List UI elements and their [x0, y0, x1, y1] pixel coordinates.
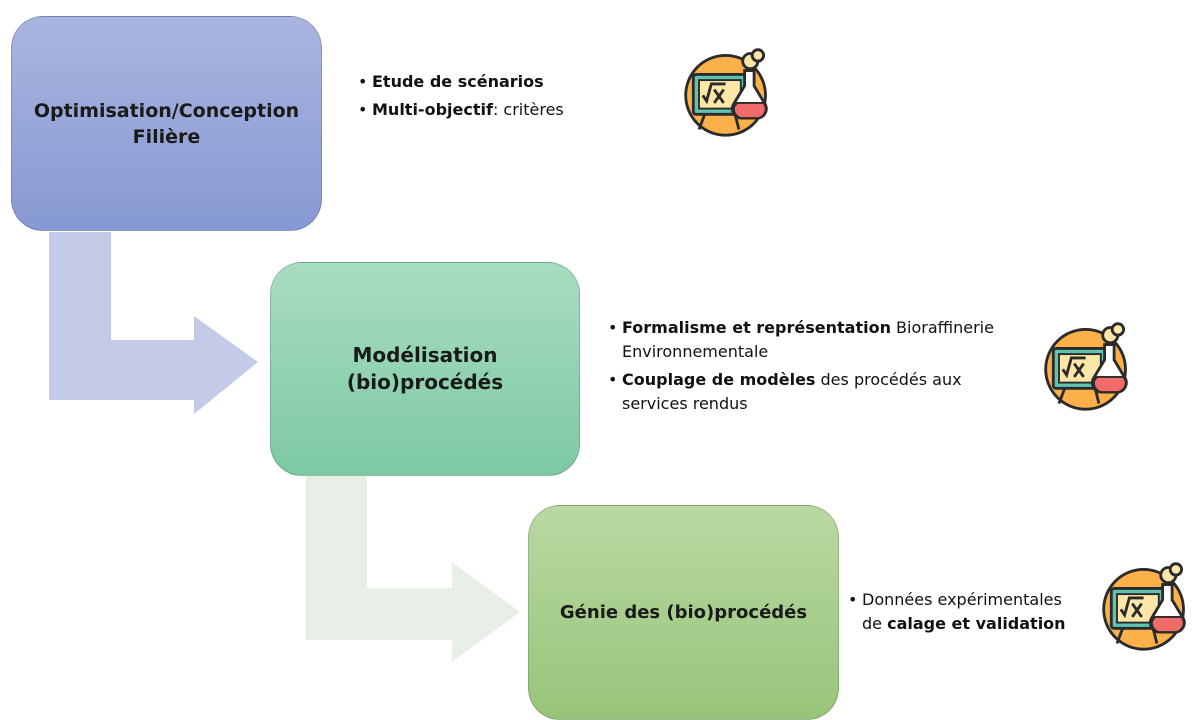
modelisation-title-line2: (bio)procédés [346, 370, 504, 394]
genie-title: Génie des (bio)procédés [559, 601, 808, 623]
bullet-item: Etude de scénarios [358, 70, 658, 94]
bullet-item: Couplage de modèles des procédés aux ser… [608, 368, 1008, 416]
bullet-item: Formalisme et représentation Bioraffiner… [608, 316, 1008, 364]
modelisation-box: Modélisation (bio)procédés [270, 262, 580, 476]
bullet-bold: Couplage de modèles [622, 370, 816, 389]
modelisation-bullets: Formalisme et représentation Bioraffiner… [608, 316, 1008, 420]
optimisation-bullets: Etude de scénarios Multi-objectif: critè… [358, 70, 658, 126]
bullet-text: Données expérimentales de [862, 590, 1062, 633]
bullet-bold: Etude de scénarios [372, 72, 544, 91]
genie-bullets: Données expérimentales de calage et vali… [848, 588, 1078, 640]
bullet-item: Données expérimentales de calage et vali… [848, 588, 1078, 636]
bullet-text: Bioraffinerie Environnementale [622, 318, 994, 361]
genie-box: Génie des (bio)procédés [528, 505, 839, 720]
optimisation-title-line2: Filière [132, 125, 201, 148]
bullet-text: des procédés aux services rendus [622, 370, 962, 413]
optimisation-box: Optimisation/Conception Filière [11, 16, 322, 231]
bullet-bold: Formalisme et représentation [622, 318, 891, 337]
bullet-text: : critères [492, 100, 564, 119]
bullet-bold: Multi-objectif [372, 100, 493, 119]
science-math-icon [1044, 322, 1128, 411]
optimisation-title-line1: Optimisation/Conception [33, 99, 300, 122]
bullet-bold: calage et validation [887, 614, 1066, 633]
science-math-icon [684, 48, 768, 137]
science-math-icon [1102, 562, 1186, 651]
bullet-item: Multi-objectif: critères [358, 98, 658, 122]
modelisation-title-line1: Modélisation [352, 343, 498, 367]
